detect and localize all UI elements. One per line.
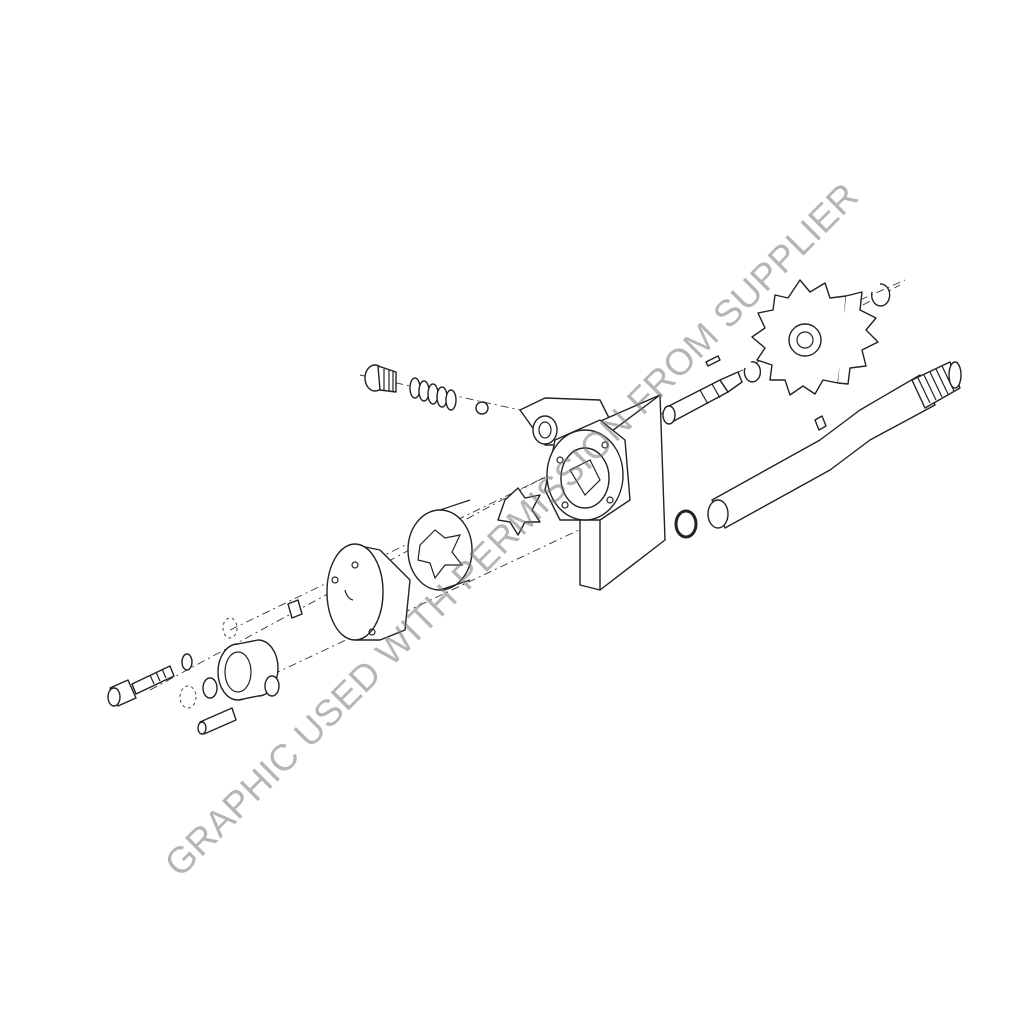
centerline-main <box>149 284 901 691</box>
dowel-pin <box>287 599 303 619</box>
washer <box>181 653 193 671</box>
pickup-tube <box>707 361 962 529</box>
retaining-ring <box>743 361 762 383</box>
drive-gear <box>751 279 879 396</box>
check-ball <box>475 401 489 415</box>
relief-valve-plug <box>364 364 397 393</box>
retaining-ring-outer <box>870 283 891 307</box>
pump-cover <box>326 543 411 641</box>
cap-screw <box>107 665 175 707</box>
inner-rotor <box>497 487 541 536</box>
relief-spring <box>409 377 457 411</box>
roll-pin <box>197 707 237 735</box>
outer-rotor <box>407 499 473 591</box>
centerline-dowels <box>229 469 601 691</box>
key <box>705 355 721 367</box>
pump-housing <box>519 394 666 591</box>
plug <box>179 617 280 709</box>
centerline-gear <box>859 279 906 301</box>
drive-shaft <box>662 371 743 425</box>
o-ring <box>674 509 698 539</box>
